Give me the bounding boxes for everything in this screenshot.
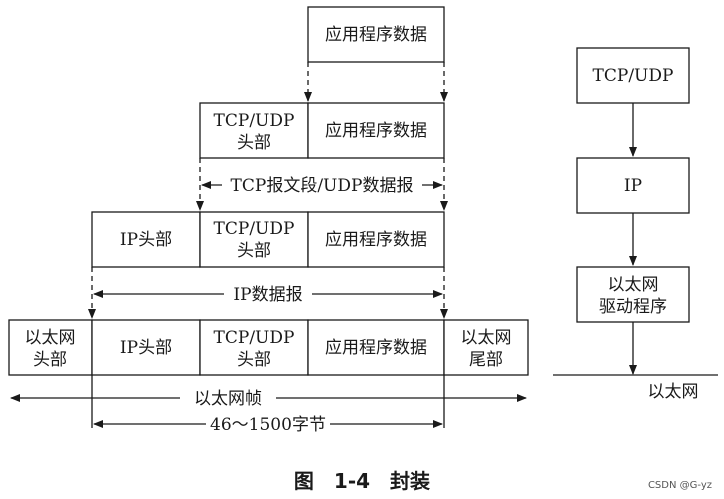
stack-ip-label: IP — [624, 176, 642, 196]
segment-span-label: TCP报文段/UDP数据报 — [231, 176, 414, 196]
row2-tcp-udp-header-line1: TCP/UDP — [214, 111, 295, 131]
row3-tcp-udp-header-line2: 头部 — [237, 241, 271, 261]
row3-ip-header-box — [91, 211, 201, 268]
row4-eth-trailer-box — [443, 319, 529, 376]
stack-tcp-udp-box — [576, 47, 690, 104]
row4-ip-header-box — [91, 319, 201, 376]
row3-tcp-udp-header-box — [199, 211, 309, 268]
row2-app-data-box — [307, 102, 445, 159]
protocol-stack: TCP/UDP IP 以太网 驱动程序 以太网 — [553, 47, 718, 402]
row4-eth-header-line1: 以太网 — [25, 328, 76, 348]
stack-driver-line2: 驱动程序 — [599, 297, 667, 317]
segment-span: TCP报文段/UDP数据报 — [201, 176, 443, 196]
figure-caption: 图 1-4 封装 — [294, 469, 430, 493]
row3-ip-header-label: IP头部 — [120, 230, 172, 250]
stack-tcp-udp-label: TCP/UDP — [593, 66, 674, 86]
row4-app-data-box — [307, 319, 445, 376]
row4-ip-header-label: IP头部 — [120, 338, 172, 358]
row3-app-data-box — [307, 211, 445, 268]
row4-tcp-udp-header-line2: 头部 — [237, 350, 271, 370]
row2-tcp-udp-header-box — [199, 102, 309, 159]
row3-tcp-udp-header-line1: TCP/UDP — [214, 219, 295, 239]
row4-app-data-label: 应用程序数据 — [325, 338, 427, 358]
row4-tcp-udp-header-box — [199, 319, 309, 376]
ip-datagram-span: IP数据报 — [93, 285, 443, 305]
stack-driver-box — [576, 266, 690, 323]
row4-eth-trailer-line2: 尾部 — [469, 350, 503, 370]
row4-tcp-udp-header-line1: TCP/UDP — [214, 328, 295, 348]
frame-span: 以太网帧 — [10, 389, 527, 409]
frame-span-label: 以太网帧 — [194, 389, 262, 409]
row2-tcp-udp-header-line2: 头部 — [237, 133, 271, 153]
row2: TCP/UDP 头部 应用程序数据 — [199, 102, 445, 159]
watermark: CSDN @G-yz — [648, 480, 712, 491]
row4-eth-header-box — [8, 319, 93, 376]
row4: 以太网 头部 IP头部 TCP/UDP 头部 应用程序数据 以太网 尾部 — [8, 319, 529, 376]
row1-app-data-box: 应用程序数据 — [307, 6, 445, 63]
frame-size-span-label: 46～1500字节 — [210, 415, 326, 435]
stack-ip-box — [576, 157, 690, 214]
row3-app-data-label: 应用程序数据 — [325, 230, 427, 250]
row1-app-data-label: 应用程序数据 — [325, 25, 427, 45]
network-label: 以太网 — [648, 382, 699, 402]
row4-eth-trailer-line1: 以太网 — [461, 328, 512, 348]
ip-datagram-span-label: IP数据报 — [233, 285, 302, 305]
stack-driver-line1: 以太网 — [608, 275, 659, 295]
frame-size-span: 46～1500字节 — [93, 415, 443, 435]
row2-app-data-label: 应用程序数据 — [325, 121, 427, 141]
row4-eth-header-line2: 头部 — [33, 350, 67, 370]
row3: IP头部 TCP/UDP 头部 应用程序数据 — [91, 211, 445, 268]
